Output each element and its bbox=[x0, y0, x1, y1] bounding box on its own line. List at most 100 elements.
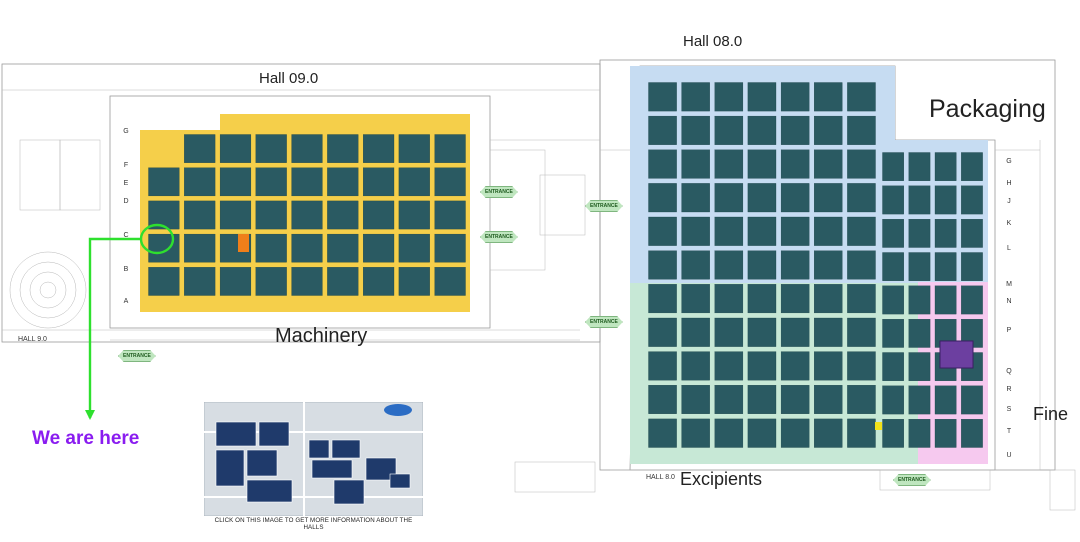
booth[interactable] bbox=[714, 317, 744, 347]
booth[interactable] bbox=[847, 351, 876, 381]
booth[interactable] bbox=[847, 115, 876, 145]
booth[interactable] bbox=[255, 200, 287, 230]
booth[interactable] bbox=[291, 233, 323, 263]
booth[interactable] bbox=[780, 250, 810, 280]
booth[interactable] bbox=[934, 219, 957, 248]
booth[interactable] bbox=[882, 219, 904, 248]
booth[interactable] bbox=[327, 167, 359, 197]
booth[interactable] bbox=[714, 284, 744, 314]
booth[interactable] bbox=[681, 82, 710, 112]
booth[interactable] bbox=[747, 284, 777, 314]
booth[interactable] bbox=[814, 385, 843, 414]
booth[interactable] bbox=[714, 183, 744, 213]
booth[interactable] bbox=[908, 419, 931, 448]
booth[interactable] bbox=[291, 267, 323, 296]
booth[interactable] bbox=[363, 167, 395, 197]
booth[interactable] bbox=[363, 233, 395, 263]
booth[interactable] bbox=[780, 216, 810, 246]
booth[interactable] bbox=[961, 152, 983, 181]
booth[interactable] bbox=[398, 267, 430, 296]
booth[interactable] bbox=[398, 200, 430, 230]
booth[interactable] bbox=[780, 82, 810, 112]
booth[interactable] bbox=[934, 185, 957, 215]
booth[interactable] bbox=[681, 250, 710, 280]
booth[interactable] bbox=[327, 233, 359, 263]
booth[interactable] bbox=[714, 216, 744, 246]
booth[interactable] bbox=[882, 152, 904, 181]
booth[interactable] bbox=[714, 115, 744, 145]
booth[interactable] bbox=[681, 149, 710, 179]
booth[interactable] bbox=[747, 418, 777, 448]
booth[interactable] bbox=[681, 385, 710, 414]
booth[interactable] bbox=[814, 351, 843, 381]
booth[interactable] bbox=[882, 319, 904, 348]
booth[interactable] bbox=[780, 115, 810, 145]
booth[interactable] bbox=[255, 267, 287, 296]
booth[interactable] bbox=[814, 149, 843, 179]
booth[interactable] bbox=[882, 185, 904, 215]
booth[interactable] bbox=[714, 250, 744, 280]
booth[interactable] bbox=[648, 115, 677, 145]
booth[interactable] bbox=[398, 134, 430, 163]
booth[interactable] bbox=[398, 233, 430, 263]
booth[interactable] bbox=[681, 216, 710, 246]
booth[interactable] bbox=[184, 134, 216, 163]
booth[interactable] bbox=[219, 267, 252, 296]
booth[interactable] bbox=[255, 134, 287, 163]
booth[interactable] bbox=[747, 183, 777, 213]
booth[interactable] bbox=[934, 252, 957, 281]
booth[interactable] bbox=[681, 115, 710, 145]
booth[interactable] bbox=[934, 419, 957, 448]
booth[interactable] bbox=[363, 134, 395, 163]
booth[interactable] bbox=[908, 352, 931, 381]
booth[interactable] bbox=[934, 285, 957, 315]
booth[interactable] bbox=[814, 250, 843, 280]
booth[interactable] bbox=[908, 252, 931, 281]
booth[interactable] bbox=[327, 200, 359, 230]
booth[interactable] bbox=[681, 351, 710, 381]
inset-map[interactable] bbox=[203, 401, 424, 517]
booth[interactable] bbox=[434, 267, 466, 296]
booth[interactable] bbox=[148, 167, 180, 197]
booth[interactable] bbox=[814, 82, 843, 112]
booth[interactable] bbox=[780, 284, 810, 314]
booth[interactable] bbox=[882, 385, 904, 415]
booth[interactable] bbox=[882, 352, 904, 381]
booth[interactable] bbox=[961, 219, 983, 248]
highlight-booth-purple[interactable] bbox=[939, 340, 974, 369]
booth[interactable] bbox=[961, 385, 983, 415]
booth[interactable] bbox=[291, 200, 323, 230]
booth[interactable] bbox=[908, 285, 931, 315]
booth[interactable] bbox=[847, 149, 876, 179]
halls-overview-inset[interactable]: CLICK ON THIS IMAGE TO GET MORE INFORMAT… bbox=[203, 401, 424, 531]
booth[interactable] bbox=[648, 351, 677, 381]
booth[interactable] bbox=[814, 216, 843, 246]
booth[interactable] bbox=[814, 183, 843, 213]
booth[interactable] bbox=[908, 219, 931, 248]
booth[interactable] bbox=[780, 385, 810, 414]
booth[interactable] bbox=[184, 267, 216, 296]
booth[interactable] bbox=[747, 115, 777, 145]
booth[interactable] bbox=[681, 183, 710, 213]
booth[interactable] bbox=[780, 418, 810, 448]
booth[interactable] bbox=[648, 418, 677, 448]
booth[interactable] bbox=[847, 284, 876, 314]
booth[interactable] bbox=[434, 167, 466, 197]
booth[interactable] bbox=[714, 149, 744, 179]
booth[interactable] bbox=[908, 319, 931, 348]
booth[interactable] bbox=[434, 233, 466, 263]
booth[interactable] bbox=[327, 134, 359, 163]
booth[interactable] bbox=[148, 233, 180, 263]
booth[interactable] bbox=[434, 134, 466, 163]
booth[interactable] bbox=[747, 385, 777, 414]
booth[interactable] bbox=[398, 167, 430, 197]
booth[interactable] bbox=[681, 284, 710, 314]
booth[interactable] bbox=[814, 284, 843, 314]
booth[interactable] bbox=[780, 149, 810, 179]
booth[interactable] bbox=[961, 185, 983, 215]
booth[interactable] bbox=[814, 115, 843, 145]
booth[interactable] bbox=[847, 250, 876, 280]
booth[interactable] bbox=[648, 250, 677, 280]
booth[interactable] bbox=[219, 167, 252, 197]
booth[interactable] bbox=[961, 285, 983, 315]
